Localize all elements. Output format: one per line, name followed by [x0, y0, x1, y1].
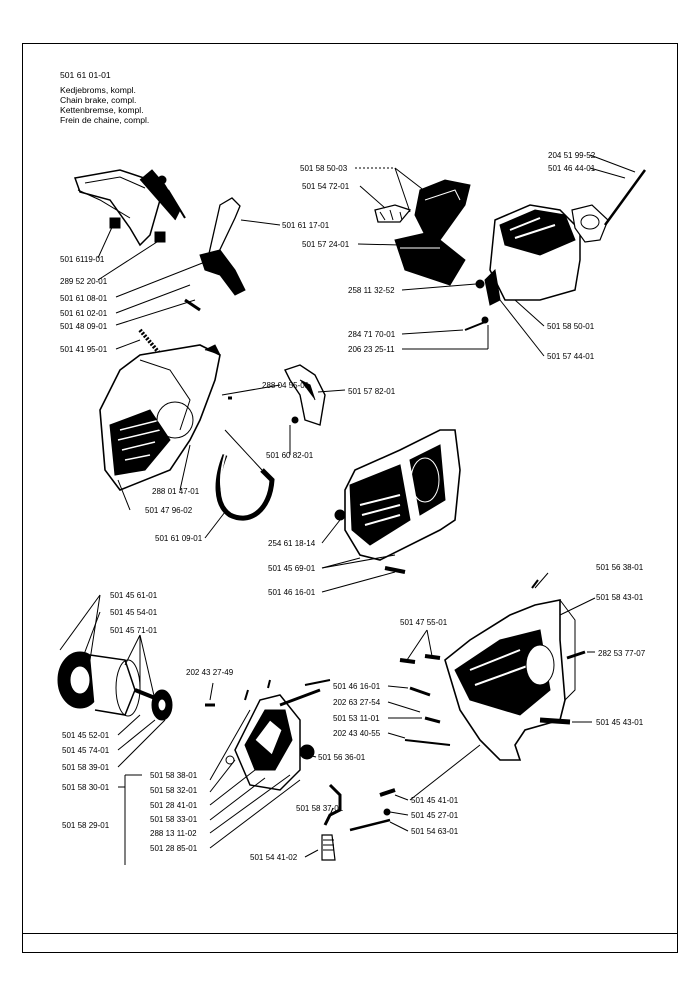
- part-label: 501 45 71-01: [110, 626, 158, 635]
- part-label: 206 23 25-11: [348, 345, 395, 354]
- part-label: 501 45 61-01: [110, 591, 158, 600]
- part-label: 501 58 32-01: [150, 786, 198, 795]
- part-label: 501 61 08-01: [60, 294, 108, 303]
- part-label: 501 58 37-01: [296, 804, 344, 813]
- part-label: 501 56 36-01: [318, 753, 366, 762]
- part-label: 501 41 95-01: [60, 345, 108, 354]
- part-label: 501 58 43-01: [596, 593, 644, 602]
- part-label: 501 46 44-01: [548, 164, 596, 173]
- part-label: 501 6119-01: [60, 255, 105, 264]
- part-label: 501 58 38-01: [150, 771, 198, 780]
- part-label: 501 54 41-02: [250, 853, 298, 862]
- part-label: 501 61 02-01: [60, 309, 108, 318]
- part-label: 204 51 99-52: [548, 151, 596, 160]
- oil-pump-drawing: [205, 679, 342, 861]
- page-frame: [22, 43, 678, 953]
- part-label: 501 57 24-01: [302, 240, 350, 249]
- brake-band-drawing: [215, 429, 275, 521]
- part-label: 501 58 30-01: [62, 783, 110, 792]
- part-label: 501 53 11-01: [333, 714, 380, 723]
- assembly-name-de: Kettenbremse, kompl.: [60, 105, 144, 115]
- brake-spring-drawing: [284, 364, 326, 426]
- crankcase-drawing: [444, 579, 576, 761]
- muffler-drawing: [484, 169, 647, 306]
- part-label: 501 58 39-01: [62, 763, 110, 772]
- part-label: 501 61 09-01: [155, 534, 203, 543]
- assembly-name-fr: Frein de chaine, compl.: [60, 115, 150, 125]
- part-label: 501 54 72-01: [302, 182, 350, 191]
- part-label: 202 63 27-54: [333, 698, 381, 707]
- part-label: 501 45 41-01: [411, 796, 459, 805]
- part-label: 501 45 54-01: [110, 608, 158, 617]
- assembly-name-en: Chain brake, compl.: [60, 95, 137, 105]
- part-label: 501 45 52-01: [62, 731, 110, 740]
- part-label: 501 45 74-01: [62, 746, 110, 755]
- part-label: 258 11 32-52: [348, 286, 395, 295]
- part-label: 288 01 47-01: [152, 487, 200, 496]
- part-label: 284 71 70-01: [348, 330, 396, 339]
- clutch-cover-drawing: [99, 344, 221, 491]
- part-label: 501 56 38-01: [596, 563, 644, 572]
- part-label: 501 58 50-01: [547, 322, 595, 331]
- part-label: 501 61 17-01: [282, 221, 330, 230]
- part-label: 501 58 33-01: [150, 815, 198, 824]
- part-label: 501 45 43-01: [596, 718, 644, 727]
- part-label: 501 45 27-01: [411, 811, 459, 820]
- brake-handle-drawing: [73, 169, 186, 247]
- part-label: 501 58 29-01: [62, 821, 110, 830]
- side-cover-drawing: [334, 429, 461, 561]
- part-label: 501 46 16-01: [333, 682, 381, 691]
- part-label: 202 43 40-55: [333, 729, 381, 738]
- part-label: 254 61 18-14: [268, 539, 316, 548]
- part-label: 282 53 77-07: [598, 649, 646, 658]
- part-label: 501 58 50-03: [300, 164, 348, 173]
- part-label: 501 57 82-01: [348, 387, 396, 396]
- part-label: 501 54 63-01: [411, 827, 459, 836]
- part-label: 501 46 16-01: [268, 588, 316, 597]
- assembly-part-number: 501 61 01-01: [60, 70, 111, 80]
- part-label: 289 52 20-01: [60, 277, 108, 286]
- part-label: 501 47 96-02: [145, 506, 193, 515]
- brake-lever-drawing: [138, 197, 246, 362]
- part-label: 501 45 69-01: [268, 564, 316, 573]
- part-labels: 501 6119-01 289 52 20-01 501 61 08-01 50…: [60, 151, 646, 862]
- clutch-drum-drawing: [57, 651, 173, 721]
- part-label: 501 60 82-01: [266, 451, 314, 460]
- part-label: 288 13 11-02: [150, 829, 197, 838]
- title-block: 501 61 01-01 Kedjebroms, kompl. Chain br…: [60, 70, 149, 125]
- part-label: 501 57 44-01: [547, 352, 595, 361]
- assembly-name-sv: Kedjebroms, kompl.: [60, 85, 136, 95]
- part-label: 501 28 85-01: [150, 844, 198, 853]
- part-label: 288 04 55-01: [262, 381, 310, 390]
- part-label: 202 43 27-49: [186, 668, 234, 677]
- part-label: 501 47 55-01: [400, 618, 448, 627]
- part-label: 501 28 41-01: [150, 801, 198, 810]
- footer-divider: [22, 933, 678, 934]
- part-label: 501 48 09-01: [60, 322, 108, 331]
- chain-guard-drawing: [374, 179, 471, 286]
